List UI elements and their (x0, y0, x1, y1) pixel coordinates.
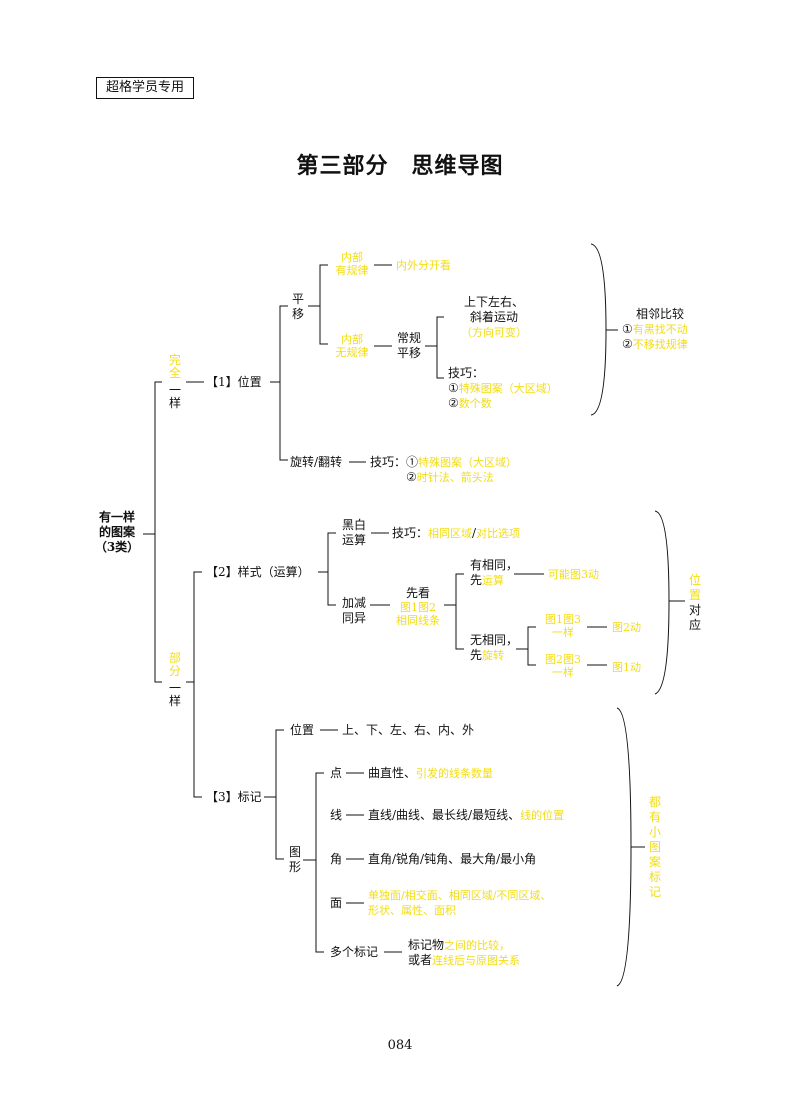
rotate-skill-block: 技巧：①特殊图案（大区域） ②时针法、箭头法 (370, 455, 518, 484)
fig2-moves: 图2动 (612, 621, 641, 634)
has-same-node: 有相同， 先运算 (470, 558, 519, 587)
fig23-same-node: 图2图3 一样 (545, 653, 581, 679)
point-node: 点 (330, 766, 343, 780)
regular-translation-node: 常规 平移 (396, 331, 421, 360)
black-white-node: 黑白 运算 (341, 518, 366, 547)
line-node: 线 (330, 808, 343, 822)
style-operation-node: 【2】样式（运算） (206, 565, 310, 579)
fig13-same-node: 图1图3 一样 (545, 613, 581, 639)
position-node: 【1】位置 (206, 375, 262, 389)
marks-node: 【3】标记 (206, 790, 262, 804)
position-correspond-node: 位 置 对 应 (688, 573, 701, 632)
multiple-marks-node: 多个标记 (330, 945, 379, 959)
student-badge: 超格学员专用 (96, 77, 194, 99)
angle-detail: 直角/锐角/钝角、最大角/最小角 (368, 852, 537, 866)
face-node: 面 (330, 896, 343, 910)
point-detail: 曲直性、引发的线条数量 (368, 766, 494, 780)
look-first-node: 先看 图1图2 相同线条 (396, 586, 440, 627)
angle-node: 角 (330, 852, 343, 866)
partial-same-node: 部分 一样 (168, 651, 181, 708)
skill-block: 技巧： ①特殊图案（大区域） ②数个数 (448, 366, 558, 410)
page-number: 084 (387, 1038, 413, 1053)
has-same-result: 可能图3动 (548, 568, 599, 581)
shape-node: 图 形 (288, 845, 301, 874)
page-title: 第三部分 思维导图 (296, 153, 504, 179)
complete-same-node: 完全 一样 (168, 353, 181, 410)
line-detail: 直线/曲线、最长线/最短线、线的位置 (368, 808, 565, 822)
inner-regular-node: 内部 有规律 (335, 251, 369, 277)
small-pattern-mark-node: 都 有 小 图 案 标 记 (648, 795, 661, 899)
black-white-skill: 技巧：相同区域/对比选项 (392, 526, 521, 540)
mark-position-node: 位置 (290, 723, 315, 737)
mark-position-list: 上、下、左、右、内、外 (342, 723, 475, 737)
inner-irregular-node: 内部 无规律 (335, 333, 369, 359)
inner-outer-note: 内外分开看 (396, 259, 451, 272)
no-same-node: 无相同， 先旋转 (470, 633, 519, 662)
root-node: 有一样 的图案 （3类） (94, 510, 140, 554)
face-detail: 单独面/相交面、相同区域/不同区域、 形状、属性、面积 (368, 889, 552, 917)
motion-node: 上下左右、 斜着运动 （方向可变） (461, 295, 527, 339)
translation-node: 平 移 (291, 292, 304, 321)
rotate-flip-node: 旋转/翻转 (290, 455, 343, 469)
fig1-moves: 图1动 (612, 661, 641, 674)
add-subtract-node: 加减 同异 (341, 596, 366, 625)
adjacent-compare-node: 相邻比较 ①有黑找不动 ②不移找规律 (622, 307, 688, 351)
multiple-marks-detail: 标记物之间的比较， 或者连线后与原图关系 (408, 938, 521, 967)
